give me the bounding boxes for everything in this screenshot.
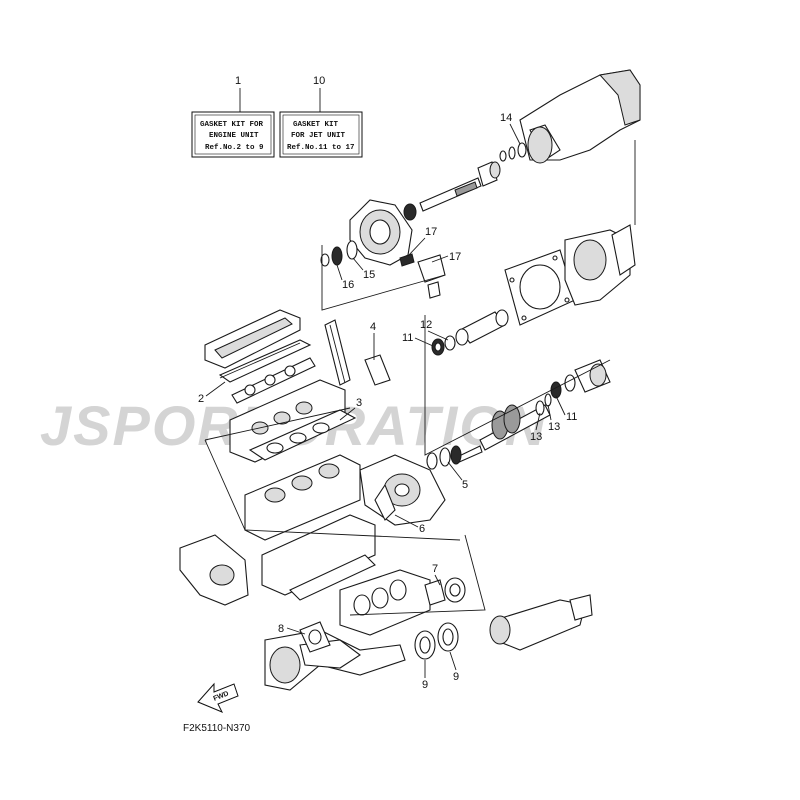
callout-17a: 17 — [425, 226, 437, 238]
callout-16: 16 — [342, 279, 354, 291]
kit-1-line2: ENGINE UNIT — [209, 132, 259, 140]
callout-15: 15 — [363, 269, 375, 281]
kit-10-line1: GASKET KIT — [293, 121, 339, 129]
callout-11b: 11 — [566, 411, 577, 423]
callout-9a: 9 — [422, 679, 428, 691]
callout-2: 2 — [198, 393, 204, 405]
callout-11a: 11 — [402, 332, 413, 344]
callouts: 2 3 4 5 6 7 8 9 9 11 12 11 13 13 14 15 1… — [198, 112, 577, 691]
cylinder-block — [204, 439, 461, 601]
callout-10: 10 — [313, 75, 325, 87]
callout-5: 5 — [462, 479, 468, 491]
callout-9b: 9 — [453, 671, 459, 683]
callout-3: 3 — [356, 397, 362, 409]
callout-13b: 13 — [548, 421, 560, 433]
engine-cylinder-head — [204, 309, 391, 463]
kit-10-line2: FOR JET UNIT — [291, 132, 346, 140]
callout-14: 14 — [500, 112, 512, 124]
gasket-kit-engine-box: 1 GASKET KIT FOR ENGINE UNIT Ref.No.2 to… — [191, 75, 275, 158]
callout-12: 12 — [420, 319, 432, 331]
callout-8: 8 — [278, 623, 284, 635]
callout-17b: 17 — [449, 251, 461, 263]
callout-4: 4 — [370, 321, 376, 333]
forward-arrow-icon: FWD — [197, 682, 239, 713]
exhaust-system — [179, 534, 593, 691]
callout-1: 1 — [235, 75, 241, 87]
kit-1-line3: Ref.No.2 to 9 — [205, 144, 264, 152]
callout-13a: 13 — [530, 431, 542, 443]
diagram-code: F2K5110-N370 — [183, 723, 251, 734]
drive-shaft-assembly — [424, 359, 611, 470]
callout-6: 6 — [419, 523, 425, 535]
kit-1-line1: GASKET KIT FOR — [200, 121, 264, 129]
jet-unit-assembly — [320, 69, 641, 385]
kit-10-line3: Ref.No.11 to 17 — [287, 144, 355, 152]
gasket-kit-jet-box: 10 GASKET KIT FOR JET UNIT Ref.No.11 to … — [279, 75, 363, 158]
callout-7: 7 — [432, 563, 438, 575]
